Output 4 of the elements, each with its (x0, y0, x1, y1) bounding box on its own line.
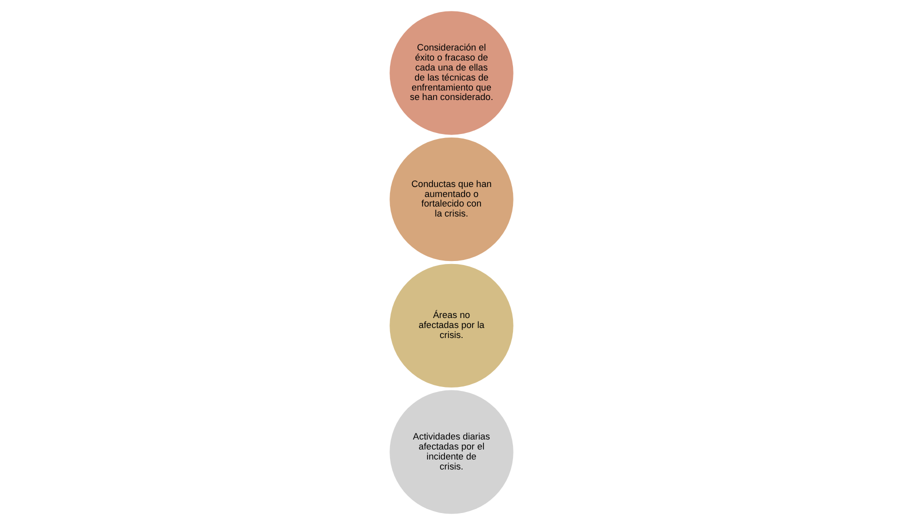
node-circle: Consideración el éxito o fracaso de cada una de ellas de las técnicas de enfrentamiento que se han considerado. (389, 11, 513, 135)
node-circle: Áreas no afectadas por la crisis. (389, 264, 513, 388)
node-circle: Conductas que han aumentado o fortalecido con la crisis. (389, 137, 513, 262)
node-circle: Actividades diarias afectadas por el incidente de crisis. (389, 390, 513, 514)
